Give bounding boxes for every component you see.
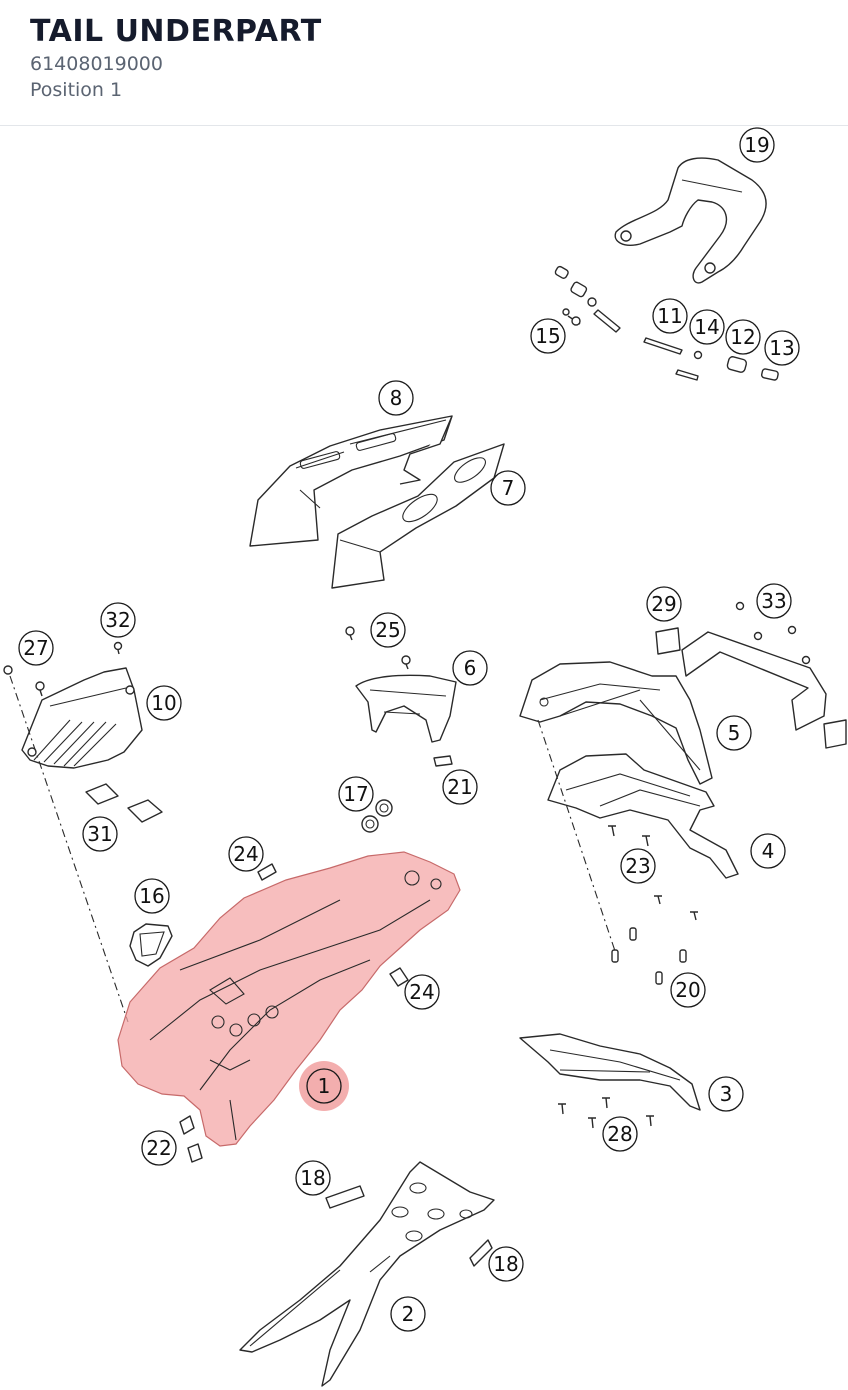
svg-text:16: 16 (139, 884, 164, 908)
part-4-subframe[interactable] (547, 753, 739, 879)
part-6-cover[interactable] (355, 674, 457, 743)
position-label: Position 1 (30, 79, 123, 101)
svg-text:5: 5 (728, 721, 741, 745)
assembly-line-right (537, 719, 617, 955)
svg-text:25: 25 (375, 618, 400, 642)
part-number: 61408019000 (30, 53, 163, 75)
callout-32[interactable]: 32 (100, 602, 136, 638)
svg-text:6: 6 (464, 656, 477, 680)
parts-11-15-hardware[interactable] (554, 265, 779, 381)
svg-text:8: 8 (390, 386, 403, 410)
callout-13[interactable]: 13 (764, 330, 800, 366)
exploded-parts-diagram: 19 11 14 12 13 15 8 7 32 27 10 25 6 29 3… (3, 127, 847, 1387)
svg-text:31: 31 (87, 822, 112, 846)
callout-18[interactable]: 18 (295, 1160, 331, 1196)
part-21-pad[interactable] (433, 755, 453, 767)
svg-text:20: 20 (675, 978, 700, 1002)
callout-22[interactable]: 22 (141, 1130, 177, 1166)
svg-text:17: 17 (343, 782, 368, 806)
svg-text:14: 14 (694, 315, 719, 339)
svg-text:2: 2 (402, 1302, 415, 1326)
svg-text:1: 1 (318, 1074, 331, 1098)
callout-28[interactable]: 28 (602, 1116, 638, 1152)
part-2-undertray[interactable] (239, 1161, 495, 1387)
callout-5[interactable]: 5 (716, 715, 752, 751)
svg-text:7: 7 (502, 476, 515, 500)
svg-text:18: 18 (493, 1252, 518, 1276)
part-5-rear-frame[interactable] (519, 661, 713, 785)
callout-4[interactable]: 4 (750, 833, 786, 869)
part-28-screws[interactable] (558, 1097, 654, 1129)
svg-text:3: 3 (720, 1082, 733, 1106)
part-17-grommets[interactable] (361, 799, 393, 833)
callout-24-second[interactable]: 24 (404, 974, 440, 1010)
part-10-bracket[interactable] (21, 667, 143, 769)
part-19-grab-handle[interactable] (614, 157, 767, 284)
part-16-gasket[interactable] (129, 923, 173, 967)
svg-text:10: 10 (151, 691, 176, 715)
part-23-screws[interactable] (608, 825, 698, 921)
callout-2[interactable]: 2 (390, 1296, 426, 1332)
svg-text:28: 28 (607, 1122, 632, 1146)
callout-27[interactable]: 27 (18, 630, 54, 666)
page-header: TAIL UNDERPART 61408019000 Position 1 (0, 0, 848, 126)
part-22-clips[interactable] (179, 1115, 203, 1163)
part-25-screws[interactable] (345, 626, 411, 670)
part-7-side-panel[interactable] (331, 443, 505, 589)
svg-text:21: 21 (447, 775, 472, 799)
part-24-pad[interactable] (257, 863, 277, 881)
svg-text:33: 33 (761, 589, 786, 613)
callout-18-second[interactable]: 18 (488, 1246, 524, 1282)
part-20-screws[interactable] (611, 927, 687, 985)
part-27-screws[interactable] (3, 665, 45, 697)
part-32-screw[interactable] (113, 641, 123, 655)
callout-10[interactable]: 10 (146, 685, 182, 721)
callout-15[interactable]: 15 (530, 318, 566, 354)
callout-23[interactable]: 23 (620, 848, 656, 884)
part-33-screws[interactable] (735, 601, 811, 665)
license-plate-bracket[interactable] (681, 631, 847, 749)
svg-text:27: 27 (23, 636, 48, 660)
callout-8[interactable]: 8 (378, 380, 414, 416)
svg-text:22: 22 (146, 1136, 171, 1160)
callout-16[interactable]: 16 (134, 878, 170, 914)
callout-19[interactable]: 19 (739, 127, 775, 163)
svg-text:32: 32 (105, 608, 130, 632)
callout-17[interactable]: 17 (338, 776, 374, 812)
part-1-tail-underpart-highlighted[interactable] (117, 851, 461, 1147)
part-31-pads[interactable] (85, 783, 163, 823)
callout-20[interactable]: 20 (670, 972, 706, 1008)
svg-text:18: 18 (300, 1166, 325, 1190)
callout-11[interactable]: 11 (652, 298, 688, 334)
callout-33[interactable]: 33 (756, 583, 792, 619)
part-29-pad[interactable] (655, 627, 681, 655)
callout-21[interactable]: 21 (442, 769, 478, 805)
svg-text:24: 24 (233, 842, 258, 866)
callout-29[interactable]: 29 (646, 586, 682, 622)
svg-text:29: 29 (651, 592, 676, 616)
callout-3[interactable]: 3 (708, 1076, 744, 1112)
svg-text:24: 24 (409, 980, 434, 1004)
part-8-side-panel[interactable] (249, 415, 453, 547)
callout-24[interactable]: 24 (228, 836, 264, 872)
assembly-line-left (9, 675, 129, 1023)
svg-text:4: 4 (762, 839, 775, 863)
svg-text:23: 23 (625, 854, 650, 878)
callout-12[interactable]: 12 (725, 319, 761, 355)
page-title: TAIL UNDERPART (30, 14, 322, 49)
svg-text:12: 12 (730, 325, 755, 349)
svg-text:11: 11 (657, 304, 682, 328)
callout-31[interactable]: 31 (82, 816, 118, 852)
part-18-pads[interactable] (325, 1185, 493, 1267)
part-24-pad-2[interactable] (389, 967, 409, 987)
callout-1-selected[interactable]: 1 (299, 1061, 349, 1111)
part-3-cover[interactable] (519, 1033, 701, 1111)
svg-text:15: 15 (535, 324, 560, 348)
callout-25[interactable]: 25 (370, 612, 406, 648)
svg-text:19: 19 (744, 133, 769, 157)
callout-14[interactable]: 14 (689, 309, 725, 345)
callout-7[interactable]: 7 (490, 470, 526, 506)
svg-text:13: 13 (769, 336, 794, 360)
callout-6[interactable]: 6 (452, 650, 488, 686)
